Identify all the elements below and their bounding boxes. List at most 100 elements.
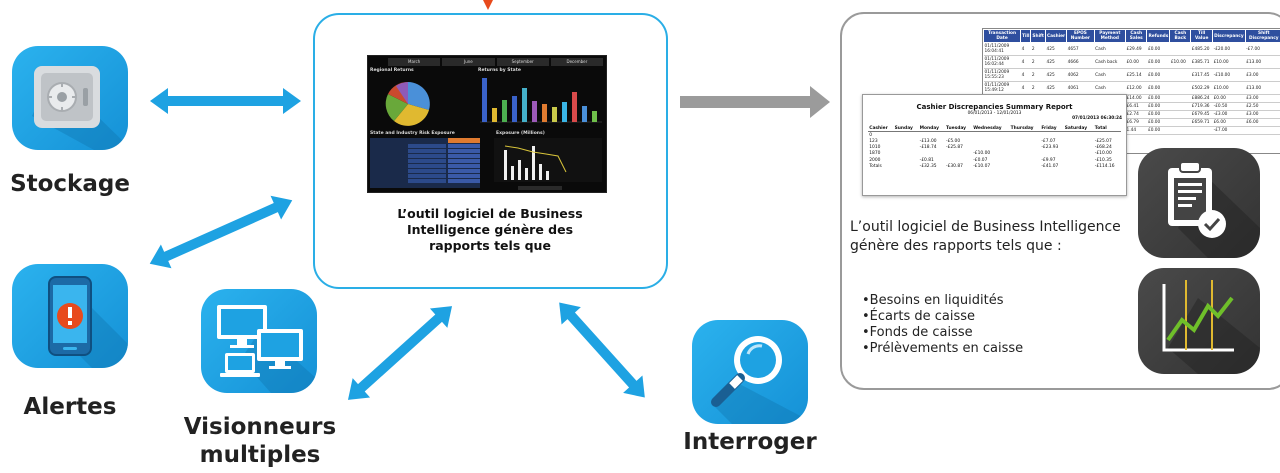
summary-cell: -£10.07 <box>973 163 991 169</box>
summary-cell: -£18.74 <box>919 145 937 151</box>
table-header-cell: Cash Sales <box>1125 29 1148 43</box>
summary-cell <box>1040 132 1063 139</box>
summary-cell: -£114.16 <box>1094 163 1115 169</box>
summary-header-cell: Thursday <box>1009 125 1041 133</box>
tab-june[interactable]: June <box>442 58 495 66</box>
summary-header-cell: Tuesday <box>944 125 973 133</box>
summary-cell: -£5.00 <box>945 138 961 144</box>
table-cell: £485.20 <box>1190 42 1213 56</box>
table-cell <box>1169 126 1191 135</box>
table-cell <box>1245 126 1280 135</box>
bullet-item: •Fonds de caisse <box>862 325 973 340</box>
panel-returns-state-title: Returns by State <box>478 68 521 73</box>
table-cell: £0.00 <box>1146 68 1170 82</box>
table-cell: -£20.00 <box>1212 42 1246 56</box>
table-cell: 01/11/2009 16:02:44 <box>983 55 1021 69</box>
table-cell: -£0.50 <box>1212 102 1246 111</box>
table-cell: 425 <box>1045 68 1067 82</box>
summary-cell <box>894 163 919 169</box>
safe-icon <box>32 66 128 150</box>
interroger-label: Interroger <box>683 429 817 455</box>
summary-row: 1870-£10.00-£10.00 <box>868 151 1120 157</box>
summary-cell <box>1064 163 1094 169</box>
table-cell: £0.00 <box>1146 55 1170 69</box>
table-cell: 2 <box>1030 55 1046 69</box>
table-cell: -£3.00 <box>1212 110 1246 119</box>
table-cell: £13.00 <box>1245 55 1280 69</box>
summary-cell: -£10.00 <box>973 151 991 157</box>
table-cell: £0.00 <box>1146 42 1170 56</box>
table-cell: £0.00 <box>1125 55 1147 69</box>
summary-cell: 123 <box>869 138 878 144</box>
table-cell: £0.00 <box>1146 118 1170 127</box>
table-cell: £0.00 <box>1146 94 1170 103</box>
bullet-item: •Écarts de caisse <box>862 309 975 324</box>
summary-cell: 1870 <box>869 151 881 157</box>
table-cell: £14.00 <box>1125 94 1147 103</box>
table-header-cell: Refunds <box>1146 29 1171 43</box>
summary-header-cell: Total <box>1093 125 1121 133</box>
table-cell: 2 <box>1030 81 1046 95</box>
summary-cell: -£7.07 <box>1041 138 1056 144</box>
summary-cell: 1010 <box>869 145 881 151</box>
table-cell: Cash <box>1094 68 1126 82</box>
table-cell: £10.00 <box>1212 55 1246 69</box>
table-cell <box>1169 42 1191 56</box>
summary-cell: -£0.07 <box>973 157 988 163</box>
table-cell: £502.29 <box>1190 81 1213 95</box>
summary-title: Cashier Discrepancies Summary Report <box>916 103 1073 111</box>
summary-cell: -£68.24 <box>1094 145 1112 151</box>
summary-cell: 0 <box>869 132 873 138</box>
table-cell: 425 <box>1045 55 1067 69</box>
interroger-tile[interactable] <box>692 320 808 424</box>
table-header-cell: Cashier <box>1044 29 1068 43</box>
table-cell: 4061 <box>1066 81 1095 95</box>
visionneurs-tile[interactable] <box>201 289 317 393</box>
table-header-cell: Discrepancy <box>1212 29 1246 43</box>
table-cell: 4666 <box>1066 55 1095 69</box>
table-cell: £12.00 <box>1125 81 1147 95</box>
tab-march[interactable]: March <box>388 58 441 66</box>
arrow-alertes-center <box>149 195 293 269</box>
table-header-cell: Shift Discrepancy <box>1244 29 1280 43</box>
table-cell: 01/11/2009 16:04:41 <box>983 42 1021 56</box>
report-bullets: •Besoins en liquidités •Écarts de caisse… <box>862 293 1023 357</box>
table-cell: £6.00 <box>1245 118 1280 127</box>
tab-september[interactable]: September <box>496 58 549 66</box>
top-down-arrow <box>483 0 493 10</box>
summary-row: 0 <box>868 132 1120 139</box>
tab-december[interactable]: December <box>550 58 603 66</box>
summary-header-cell: Friday <box>1040 125 1064 133</box>
stockage-label: Stockage <box>10 171 130 197</box>
dashboard-tabs: March June September December <box>388 58 603 66</box>
table-cell: 4657 <box>1066 42 1095 56</box>
table-cell: £0.00 <box>1146 102 1170 111</box>
clipboard-tile[interactable] <box>1138 148 1260 258</box>
table-header-cell: Cash Back <box>1169 29 1192 43</box>
table-cell: £886.24 <box>1190 94 1213 103</box>
table-cell: £385.71 <box>1190 55 1213 69</box>
chart-tile[interactable] <box>1138 268 1260 374</box>
table-cell: 4062 <box>1066 68 1095 82</box>
table-cell: Cash <box>1094 42 1126 56</box>
table-cell: £10.00 <box>1169 55 1191 69</box>
alertes-tile[interactable] <box>12 264 128 368</box>
panel-exposure-title: Exposure (Millions) <box>496 131 545 136</box>
table-cell: £719.36 <box>1190 102 1213 111</box>
table-header-cell: Payment Method <box>1093 29 1127 43</box>
bullet-item: •Prélèvements en caisse <box>862 341 1024 356</box>
table-cell: £0.00 <box>1146 110 1170 119</box>
clipboard-check-icon <box>1168 161 1260 258</box>
table-cell: £3.00 <box>1245 110 1280 119</box>
summary-cell <box>894 132 919 139</box>
table-cell: 4 <box>1020 42 1031 56</box>
stockage-tile[interactable] <box>12 46 128 150</box>
table-cell: 425 <box>1045 81 1067 95</box>
table-cell: £679.45 <box>1190 110 1213 119</box>
bi-dashboard: March June September December Regional R… <box>367 55 607 193</box>
summary-row: Totals-£32.35-£30.87-£10.07-£41.07-£114.… <box>868 163 1120 169</box>
table-cell: £659.71 <box>1190 118 1213 127</box>
table-cell: -£10.00 <box>1212 68 1246 82</box>
